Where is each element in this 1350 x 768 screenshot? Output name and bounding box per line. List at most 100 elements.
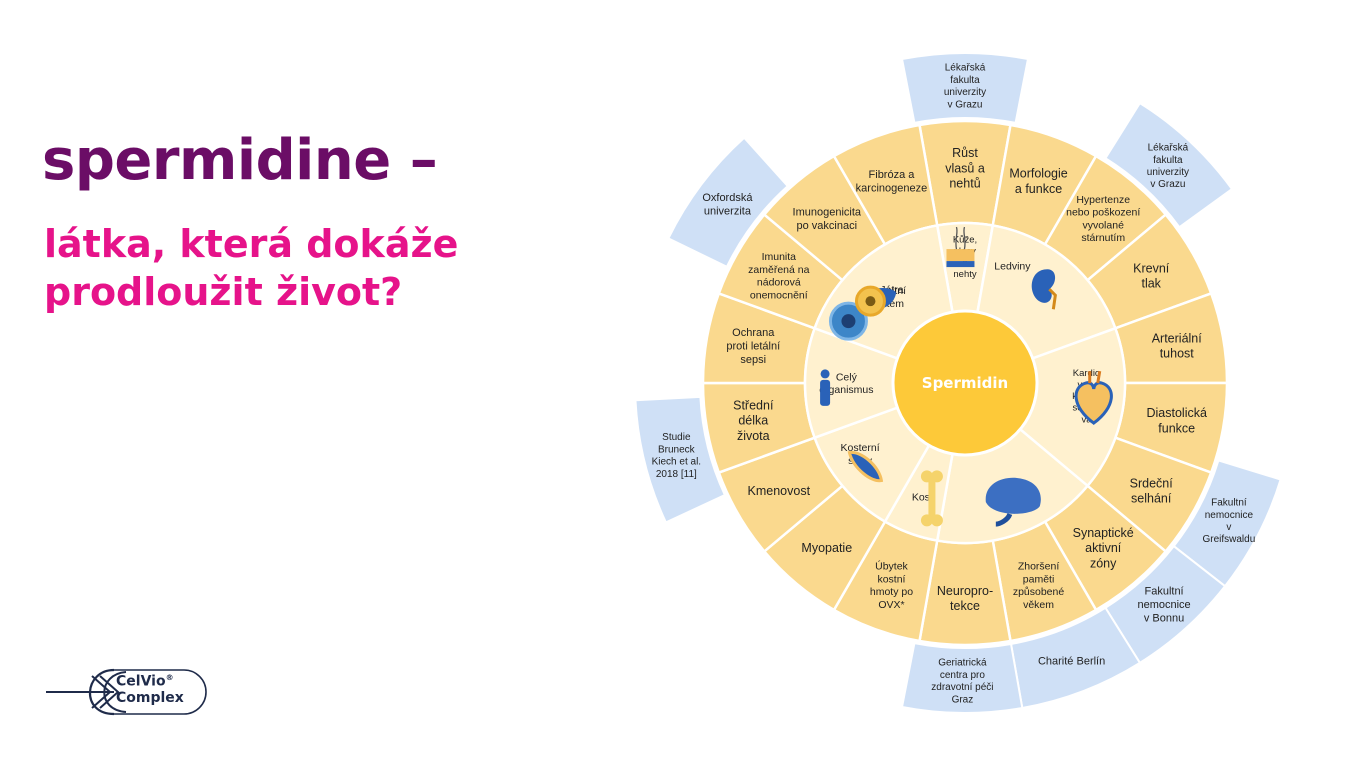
outer-segment-label-line: stárnutím	[1081, 232, 1125, 244]
brain-shape	[985, 477, 1041, 514]
outer-segment-label-line: vyvolané	[1082, 219, 1124, 231]
outer-segment-label-line: Růst	[952, 146, 978, 160]
outer-segment-label-line: proti letální	[726, 341, 780, 353]
person-body	[820, 379, 831, 406]
outer-segment-label-line: onemocnění	[750, 289, 808, 301]
institution-label-line: zdravotní péči	[931, 682, 993, 693]
bone-shaft	[928, 478, 936, 519]
outer-segment-label-line: Srdeční	[1130, 476, 1174, 490]
outer-segment-label: Neuropro-tekce	[937, 584, 993, 613]
institution-label-line: Studie	[662, 432, 691, 443]
outer-segment-label-line: nehtů	[949, 177, 980, 191]
person-head	[820, 369, 830, 379]
bone-icon	[920, 470, 943, 527]
outer-segment-label-line: tuhost	[1160, 347, 1195, 361]
hair-shape	[955, 226, 966, 250]
outer-segment-label-line: Arteriální	[1152, 331, 1203, 345]
outer-segment-label-line: Synaptické	[1073, 526, 1134, 540]
bone-end	[930, 470, 943, 483]
inner-segment-label-line: Ledviny	[994, 260, 1031, 272]
outer-segment-label-line: OVX*	[878, 599, 904, 611]
skin-shape	[946, 249, 975, 262]
institution-label-line: Lékařská	[945, 63, 986, 74]
outer-segment-label-line: Střední	[733, 398, 774, 412]
heart-icon	[1074, 370, 1113, 425]
outer-segment-label: Myopatie	[801, 541, 852, 555]
institution-label: Charité Berlín	[1038, 656, 1105, 668]
outer-segment-label-line: karcinogeneze	[856, 183, 928, 195]
outer-segment-label-line: Neuropro-	[937, 584, 993, 598]
institution-block	[900, 641, 1024, 714]
institution-label-line: Graz	[952, 694, 974, 705]
outer-segment-label-line: života	[737, 429, 770, 443]
institution-label-line: Bruneck	[658, 444, 696, 455]
page-subtitle: látka, která dokáže prodloužit život?	[44, 222, 459, 314]
outer-segment-label-line: Morfologie	[1009, 167, 1067, 181]
institution-label-line: 2018 [11]	[656, 469, 697, 480]
skin-hair-icon	[946, 226, 975, 268]
ureter-shape	[1048, 288, 1057, 310]
logo-registered-mark: ®	[165, 673, 174, 682]
immune-cell-icon	[828, 285, 886, 341]
logo-wordmark: CelVio® Complex	[116, 670, 184, 706]
brainstem-shape	[995, 513, 1013, 527]
bone-end	[930, 514, 943, 527]
inner-segment-label-line: Celý	[836, 371, 858, 383]
outer-segment-label-line: Imunita	[762, 251, 797, 263]
organ-icons	[820, 226, 1113, 527]
muscle-shape	[847, 451, 884, 483]
outer-segment-label-line: funkce	[1158, 421, 1195, 435]
outer-segment-label-line: Hypertenze	[1076, 194, 1130, 206]
inner-segment-label-line: nehty	[953, 269, 976, 280]
outer-segment-label-line: Diastolická	[1147, 406, 1207, 420]
outer-segment-label-line: a funkce	[1015, 182, 1062, 196]
institution-block	[900, 52, 1030, 125]
inner-segment-label-line: Kosterní	[841, 442, 880, 454]
institution-block	[667, 136, 790, 269]
celvio-logo-icon	[46, 668, 207, 716]
institution-block	[1104, 101, 1234, 229]
aorta-shape	[1088, 370, 1102, 384]
institution-label-line: Kiech et al.	[652, 457, 701, 468]
institution-label-line: v Grazu	[1150, 179, 1185, 190]
cell-nucleus	[841, 314, 856, 329]
institution-label-line: Charité Berlín	[1038, 656, 1105, 668]
outer-segment-label-line: hmoty po	[870, 586, 913, 598]
institution-label-line: univerzity	[1147, 167, 1189, 178]
institution-label-line: v Grazu	[947, 99, 982, 110]
outer-segment-label-line: tlak	[1141, 277, 1161, 291]
cell-nucleus-2	[865, 296, 876, 307]
institution-block	[634, 395, 727, 524]
outer-segment-label-line: zaměřená na	[748, 264, 809, 276]
bone-end	[920, 514, 933, 527]
inner-segment-label-line: organismus	[819, 384, 873, 396]
outer-segment-label-line: vlasů a	[945, 161, 985, 175]
institution-label-line: centra pro	[940, 670, 985, 681]
skin-base-shape	[946, 261, 975, 268]
kidney-icon	[1031, 269, 1057, 310]
outer-segment-label-line: paměti	[1023, 573, 1055, 585]
logo-line-2: Complex	[116, 689, 184, 706]
brain-icon	[985, 477, 1041, 527]
center-circle	[891, 309, 1039, 457]
institution-label-line: nemocnice	[1137, 599, 1190, 611]
muscle-icon	[847, 451, 884, 483]
institution-label-line: v	[1226, 522, 1231, 533]
institution-label-line: fakulta	[1153, 155, 1183, 166]
inner-segment-label: Ledviny	[994, 260, 1031, 272]
